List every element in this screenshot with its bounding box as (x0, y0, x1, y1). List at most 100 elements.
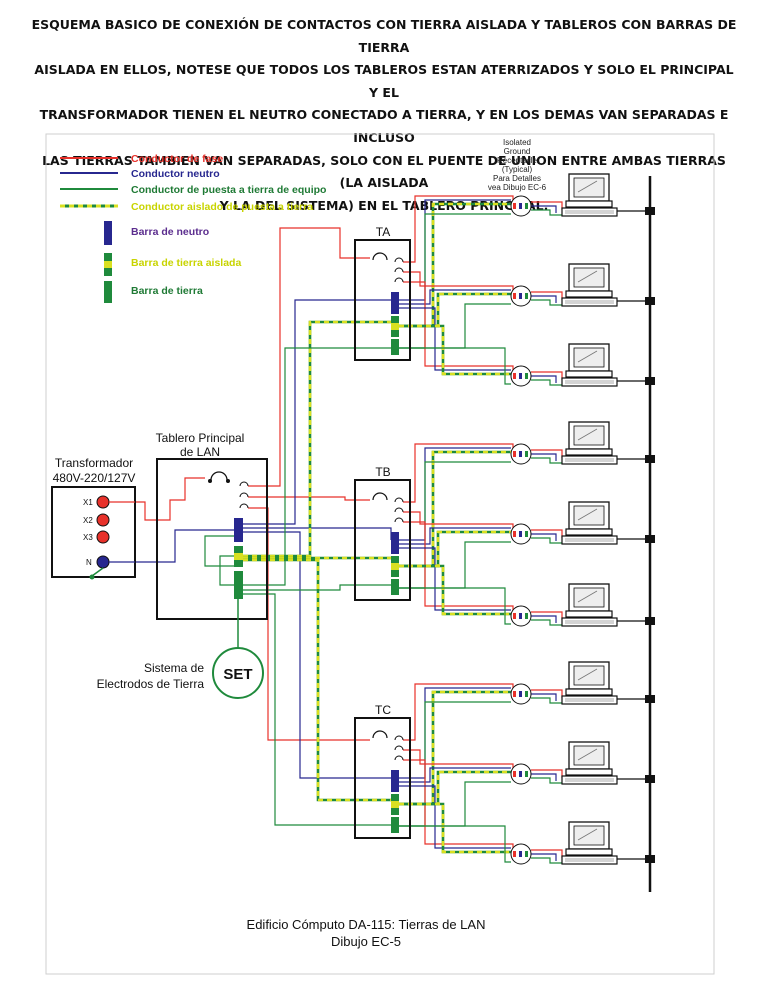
branch-wiring (399, 195, 563, 864)
main-branch-breaker-icon (239, 481, 249, 487)
svg-text:X1: X1 (83, 498, 93, 507)
electrodes-label-2: Electrodos de Tierra (97, 677, 205, 691)
legend-neutro-label: Conductor neutro (131, 168, 220, 180)
panel-label: TC (375, 703, 391, 717)
computer-icon (561, 821, 645, 865)
computer-icon (561, 583, 645, 627)
branch-phase (403, 195, 514, 263)
branch-phase (403, 271, 514, 292)
plug-neutral (531, 533, 557, 541)
panel-tb: TB (354, 465, 411, 601)
panel-box (354, 717, 411, 839)
panel-tc: TC (354, 703, 411, 839)
plug-ground (531, 697, 562, 704)
plug-neutral (531, 295, 557, 303)
plug-phase (531, 849, 563, 858)
branch-breaker-icon (394, 735, 404, 741)
computer-icon (561, 343, 645, 387)
branch-equipment-ground (399, 825, 511, 863)
receptacle-icon (510, 605, 532, 627)
transformer: Transformador 480V-220/127V X1 X2 X3 N (51, 456, 136, 580)
branch-equipment-ground (399, 347, 511, 385)
svg-text:vea Dibujo EC-6: vea Dibujo EC-6 (488, 183, 547, 192)
lan-port (645, 455, 655, 463)
feeder-ta-iso-dash (243, 320, 391, 558)
drawing-frame (45, 133, 715, 975)
computer-icon (561, 501, 645, 545)
svg-text:(Typical): (Typical) (502, 165, 533, 174)
legend-neutral-bar (104, 221, 112, 245)
receptacle-icon (510, 843, 532, 865)
svg-text:Isolated: Isolated (503, 138, 531, 147)
plug-neutral (531, 375, 557, 383)
svg-text:X2: X2 (83, 516, 93, 525)
lan-port (645, 207, 655, 215)
branch-neutral (399, 785, 511, 849)
lan-port (645, 855, 655, 863)
plug-phase (531, 529, 563, 538)
branch-breaker-icon (394, 497, 404, 503)
terminal-x2 (96, 513, 110, 527)
main-neutral-in (135, 529, 234, 563)
legend-ground-bar (104, 281, 112, 303)
branch-iso-ground (399, 324, 511, 376)
breaker-icon (210, 471, 228, 481)
main-panel-title: Tablero Principal (156, 431, 245, 445)
header-line: Y LA DEL SISTEMA) EN EL TABLERO PRINCIPA… (219, 197, 549, 213)
plug-neutral (531, 615, 557, 623)
panel-label: TB (375, 465, 390, 479)
panel-neutral-bar (391, 770, 399, 792)
main-panel: Tablero Principal de LAN (156, 431, 268, 620)
branch-breaker-icon (394, 257, 404, 263)
lan-port (645, 775, 655, 783)
footer-drawing-number: Dibujo EC-5 (331, 934, 401, 949)
receptacle-icon (510, 285, 532, 307)
breaker-icon (372, 252, 388, 261)
set-circle (212, 647, 264, 699)
feeder-ta-phase (248, 227, 370, 487)
transformer-title: Transformador (55, 456, 133, 470)
header-text: ESQUEMA BASICO DE CONEXIÓN DE CONTACTOS … (30, 14, 738, 217)
branch-iso-ground (399, 802, 511, 854)
plug-phase (531, 291, 563, 300)
header-line: ESQUEMA BASICO DE CONEXIÓN DE CONTACTOS … (31, 17, 737, 55)
legend-iso-bar (104, 253, 112, 261)
branch-iso-ground (399, 564, 511, 616)
legend-aislada-label: Conductor aislado de puesta a tierra (131, 201, 313, 213)
svg-text:Ground: Ground (504, 147, 531, 156)
feeder-ta-neutral (243, 299, 391, 525)
main-phase-in (135, 477, 205, 521)
computer-icon (561, 421, 645, 465)
branch-neutral (399, 199, 511, 301)
feeder-tb-neutral (243, 527, 392, 540)
branch-phase (403, 511, 514, 530)
computer-icon (561, 741, 645, 785)
legend-tierra-label: Conductor de puesta a tierra de equipo (131, 184, 326, 196)
branch-iso-ground-dash (399, 770, 511, 806)
header-line: LAS TIERRAS TAMBIEN VAN SEPARADAS, SOLO … (42, 152, 726, 191)
branch-iso-ground-dash (399, 690, 511, 806)
plug-phase (531, 769, 563, 778)
plug-phase (531, 611, 563, 620)
receptacle-icon (510, 763, 532, 785)
plug-ground (531, 537, 562, 544)
branch-iso-ground (399, 770, 511, 806)
branch-neutral (399, 289, 511, 305)
legend-fase-label: Conductor de fase (131, 153, 223, 165)
header-line: AISLADA EN ELLOS, NOTESE QUE TODOS LOS T… (34, 62, 734, 100)
main-bonding-jumper (219, 555, 234, 586)
panel-ta: TA (354, 225, 411, 361)
branch-phase (403, 759, 514, 850)
lan-port (645, 617, 655, 625)
sub-panels: TA TB TC (354, 225, 411, 839)
set-badge: SET (223, 666, 252, 683)
branch-phase (403, 521, 514, 612)
plug-neutral (531, 205, 557, 213)
main-neutral-ground-bond (204, 535, 234, 567)
feeder-ta-iso (243, 320, 391, 558)
panel-label: TA (376, 225, 390, 239)
plug-neutral (531, 773, 557, 781)
grounding-electrode: SET Sistema de Electrodos de Tierra (97, 599, 264, 699)
branch-breaker-icon (394, 517, 404, 523)
